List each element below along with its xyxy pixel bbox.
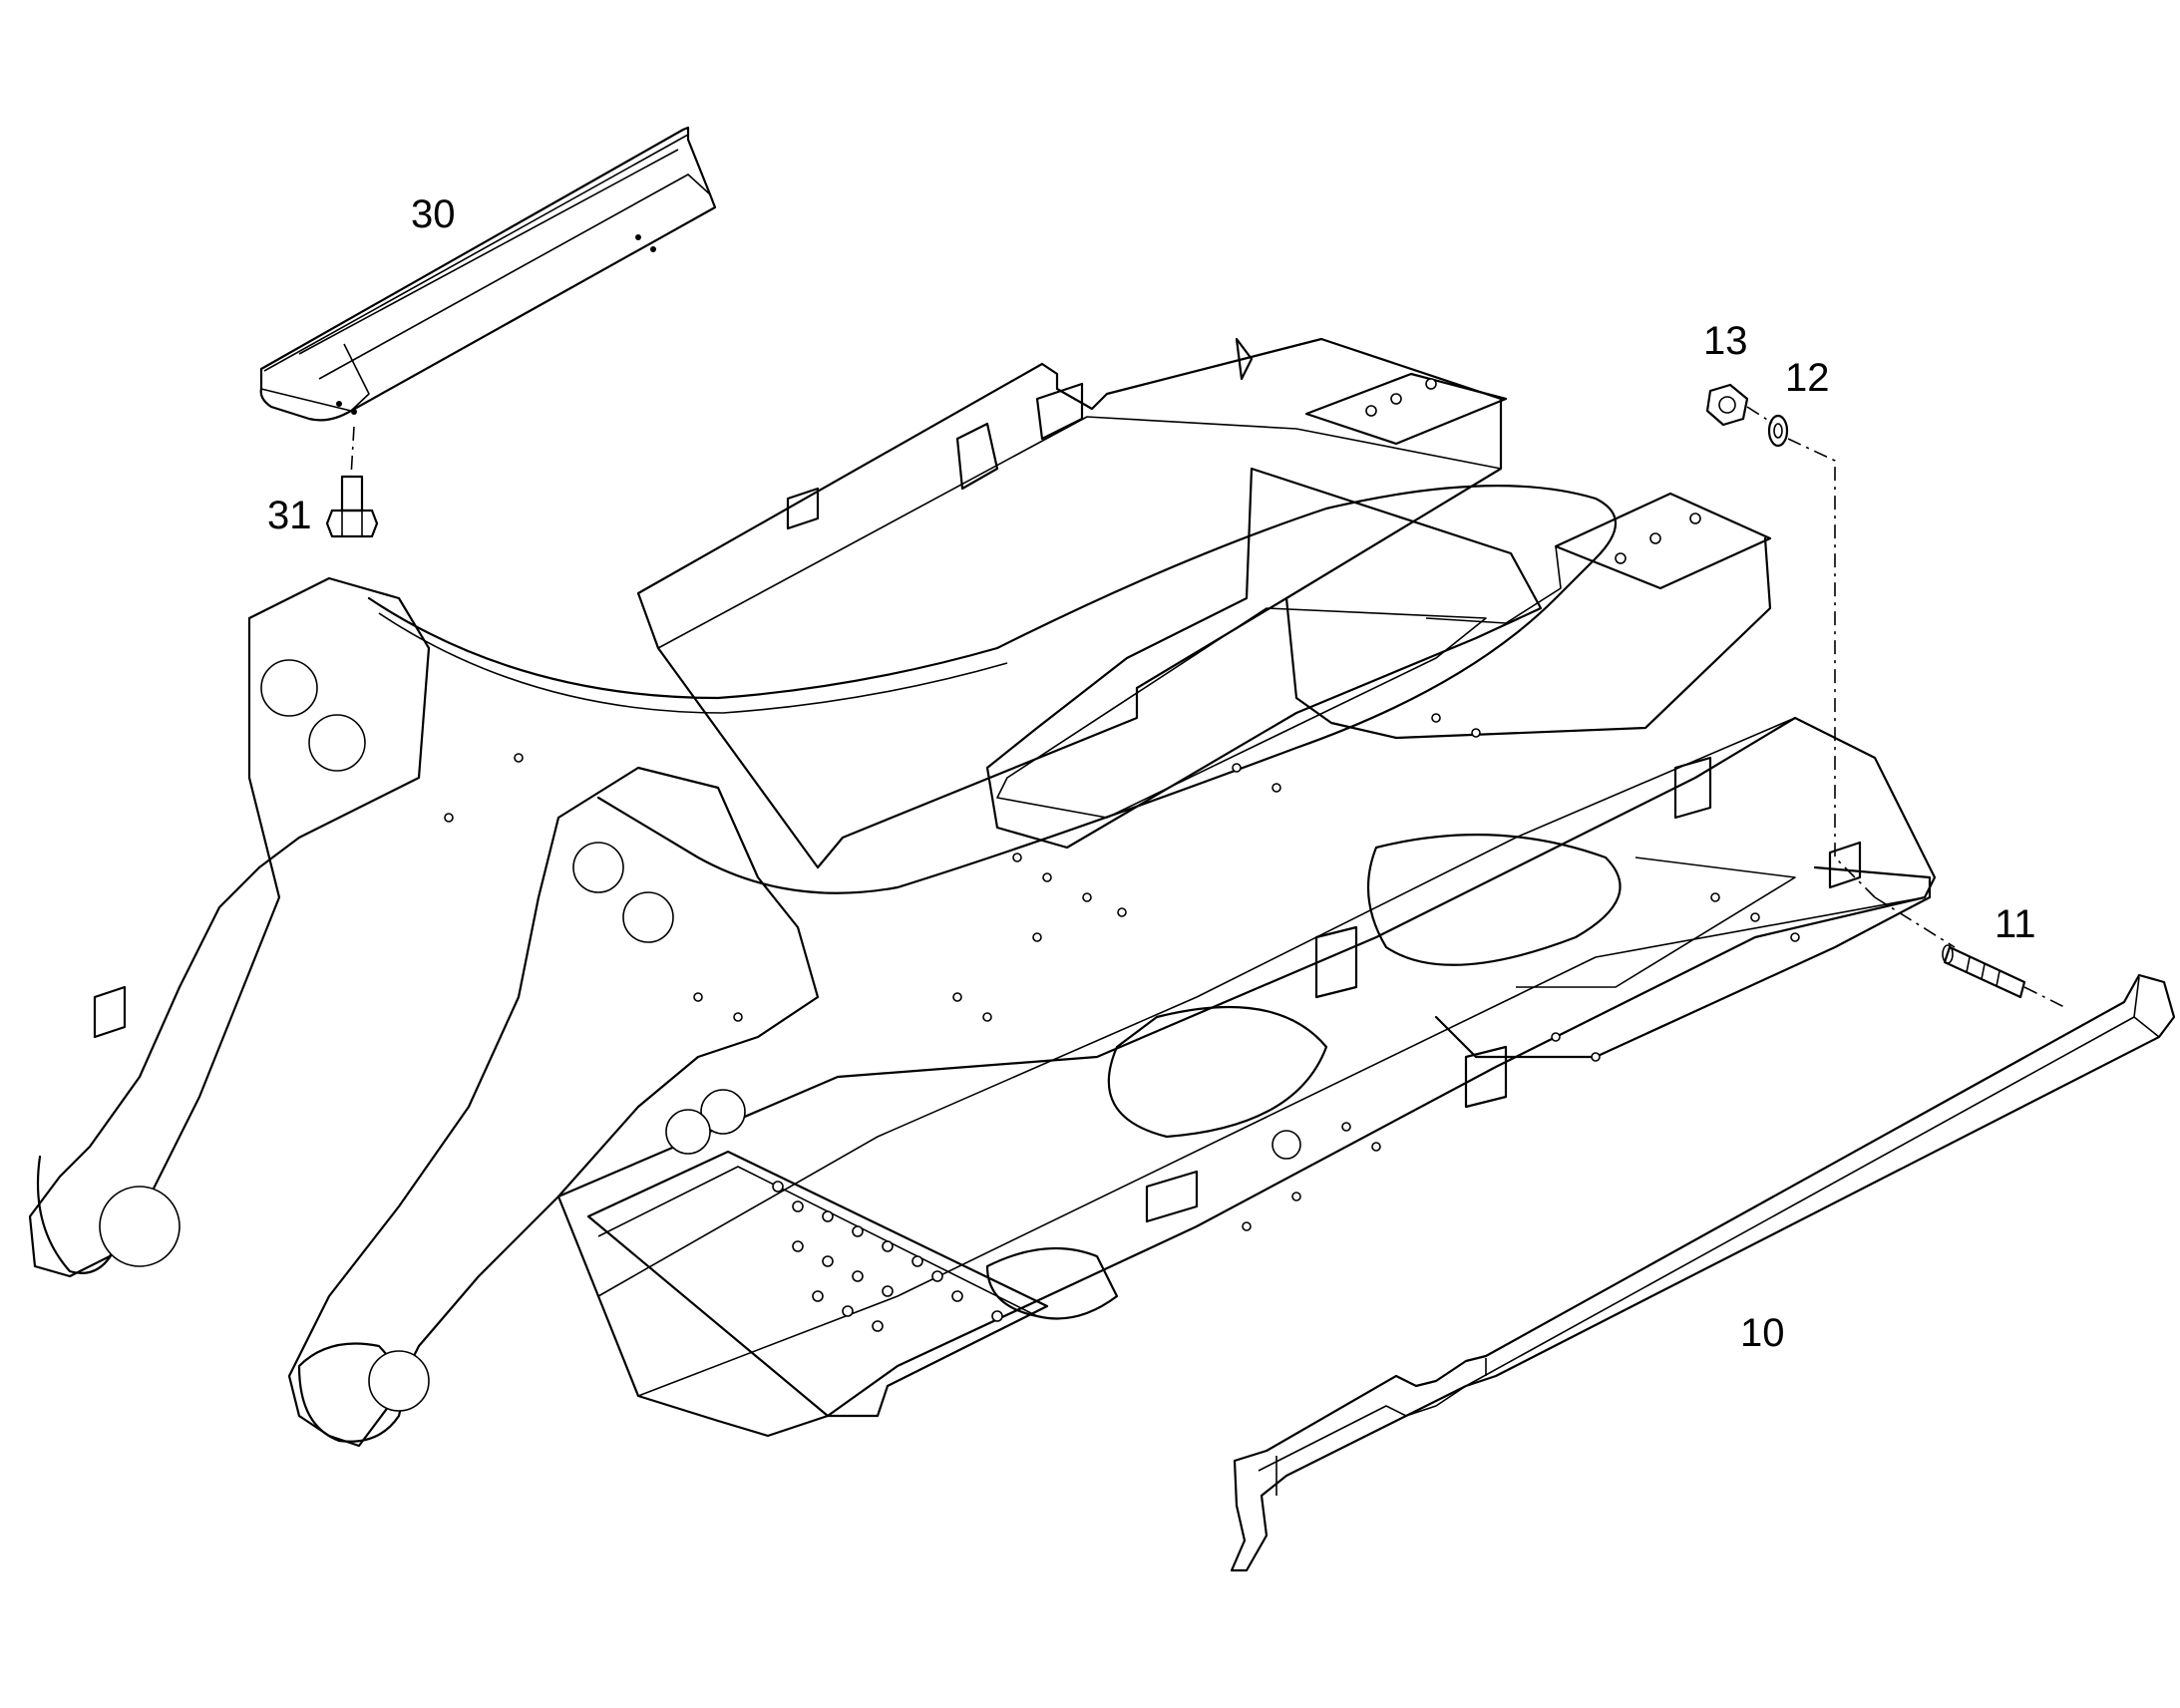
callout-30: 30	[411, 192, 456, 236]
bolt-holes	[444, 713, 1800, 1332]
item-11-stud	[1942, 944, 2065, 1008]
callout-13: 13	[1703, 319, 1748, 363]
item-13-nut	[1705, 383, 1749, 427]
callout-11: 11	[1995, 902, 2036, 946]
item-31-flange-bolt	[325, 426, 379, 538]
callout-31: 31	[267, 494, 312, 537]
main-frame	[28, 337, 1937, 1448]
item-10-side-guard-rail	[1230, 973, 2176, 1572]
callout-10: 10	[1740, 1311, 1785, 1355]
callout-12: 12	[1785, 356, 1830, 400]
item-30-cover-channel	[259, 126, 717, 422]
item-12-washer	[1767, 414, 1789, 448]
